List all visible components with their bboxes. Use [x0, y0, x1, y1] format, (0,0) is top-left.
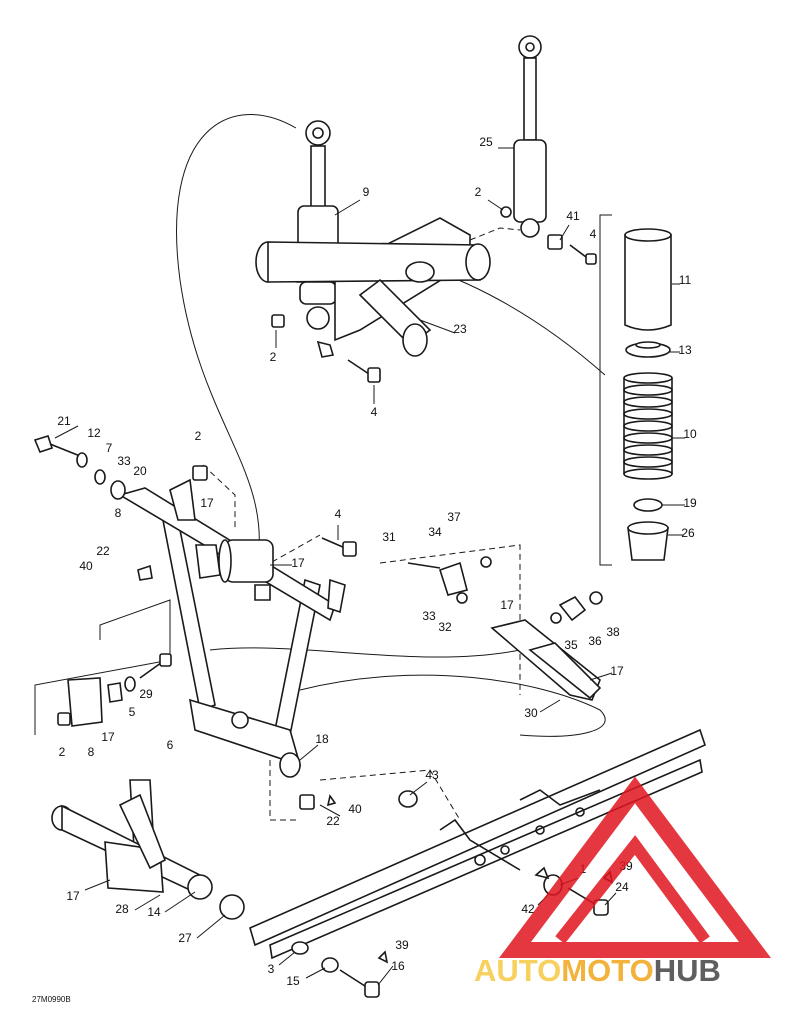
watermark-auto: AUTO — [474, 953, 561, 988]
bolt-stack-21 — [33, 435, 208, 581]
callout-c37: 37 — [447, 510, 461, 524]
hardware-lower-mid — [299, 790, 418, 810]
callout-c4c: 4 — [335, 507, 342, 521]
callout-c28: 28 — [115, 902, 129, 916]
guide-line-left — [34, 599, 171, 735]
callout-c30: 30 — [524, 706, 538, 720]
assembly-line-4 — [319, 769, 461, 821]
drawing-number: 27M0990B — [32, 995, 71, 1004]
callout-layer: 9252414111310192623242112733202817417224… — [57, 135, 697, 988]
callout-c39b: 39 — [395, 938, 409, 952]
callout-c2c: 2 — [195, 429, 202, 443]
callout-c17f: 17 — [66, 889, 80, 903]
bolt-4-middle — [321, 537, 357, 557]
hardware-rear-bolts — [291, 866, 614, 998]
callout-c20: 20 — [133, 464, 147, 478]
rear-axle-assembly — [51, 779, 245, 920]
callout-c32: 32 — [438, 620, 452, 634]
callout-c6: 6 — [167, 738, 174, 752]
callout-c9: 9 — [363, 185, 370, 199]
callout-c34: 34 — [428, 525, 442, 539]
watermark-triangle-icon — [499, 776, 771, 958]
callout-c15: 15 — [286, 974, 300, 988]
callout-c18: 18 — [315, 732, 329, 746]
routing-curve-shock-a — [176, 114, 297, 561]
callout-c2d: 2 — [59, 745, 66, 759]
callout-c2b: 2 — [270, 350, 277, 364]
callout-c17c: 17 — [500, 598, 514, 612]
bolt-4-top-left — [271, 314, 381, 383]
slide-rails — [249, 728, 706, 960]
bolt-4-top-right — [500, 206, 597, 265]
bracket-8 — [57, 653, 172, 727]
assembly-line-1 — [202, 464, 236, 530]
callout-c7: 7 — [106, 441, 113, 455]
watermark-moto: MOTO — [561, 953, 653, 988]
callout-c42: 42 — [521, 902, 535, 916]
callout-c41: 41 — [566, 209, 580, 223]
callout-c21: 21 — [57, 414, 71, 428]
callout-c2a: 2 — [475, 185, 482, 199]
front-arm-6 — [117, 478, 346, 778]
callout-c40b: 40 — [348, 802, 362, 816]
rear-arm-23 — [255, 217, 491, 357]
callout-c17b: 17 — [291, 556, 305, 570]
callout-c25: 25 — [479, 135, 493, 149]
callout-c24: 24 — [615, 880, 629, 894]
callout-c10: 10 — [683, 427, 697, 441]
callout-c19: 19 — [683, 496, 697, 510]
spring-set-bracket — [599, 214, 612, 566]
callout-c8b: 8 — [88, 745, 95, 759]
spring-set — [623, 228, 673, 561]
shock-absorber-25 — [513, 35, 547, 238]
watermark-hub: HUB — [654, 953, 721, 988]
callout-c17e: 17 — [101, 730, 115, 744]
callout-c35: 35 — [564, 638, 578, 652]
assembly-line-6 — [469, 227, 521, 241]
callout-c23: 23 — [453, 322, 467, 336]
callout-c22b: 22 — [326, 814, 340, 828]
callout-c4b: 4 — [371, 405, 378, 419]
callout-c17d: 17 — [610, 664, 624, 678]
leader-lines — [54, 147, 685, 986]
callout-c40a: 40 — [79, 559, 93, 573]
slider-assembly-30 — [407, 556, 603, 701]
callout-c16: 16 — [391, 959, 405, 973]
callout-c29: 29 — [139, 687, 153, 701]
callout-c13: 13 — [678, 343, 692, 357]
assembly-line-2 — [271, 534, 321, 563]
callout-c38: 38 — [606, 625, 620, 639]
callout-c3: 3 — [268, 962, 275, 976]
callout-c33a: 33 — [117, 454, 131, 468]
callout-c27: 27 — [178, 931, 192, 945]
watermark-logo: AUTOMOTOHUB — [474, 776, 771, 988]
spring-coils — [623, 372, 673, 480]
routing-curve-rear — [299, 674, 606, 737]
callout-c4a: 4 — [590, 227, 597, 241]
callout-c14: 14 — [147, 905, 161, 919]
callout-c17a: 17 — [200, 496, 214, 510]
callout-c11: 11 — [679, 273, 692, 287]
callout-c5: 5 — [129, 705, 136, 719]
svg-text:AUTOMOTOHUB: AUTOMOTOHUB — [474, 953, 721, 988]
callout-c12: 12 — [87, 426, 101, 440]
callout-c36: 36 — [588, 634, 602, 648]
callout-c33b: 33 — [422, 609, 436, 623]
callout-c8a: 8 — [115, 506, 122, 520]
callout-c26: 26 — [681, 526, 695, 540]
callout-c22a: 22 — [96, 544, 110, 558]
callout-c31: 31 — [382, 530, 396, 544]
assembly-line-3 — [269, 760, 300, 821]
callout-c43: 43 — [425, 768, 439, 782]
routing-curve-mid — [209, 647, 521, 658]
